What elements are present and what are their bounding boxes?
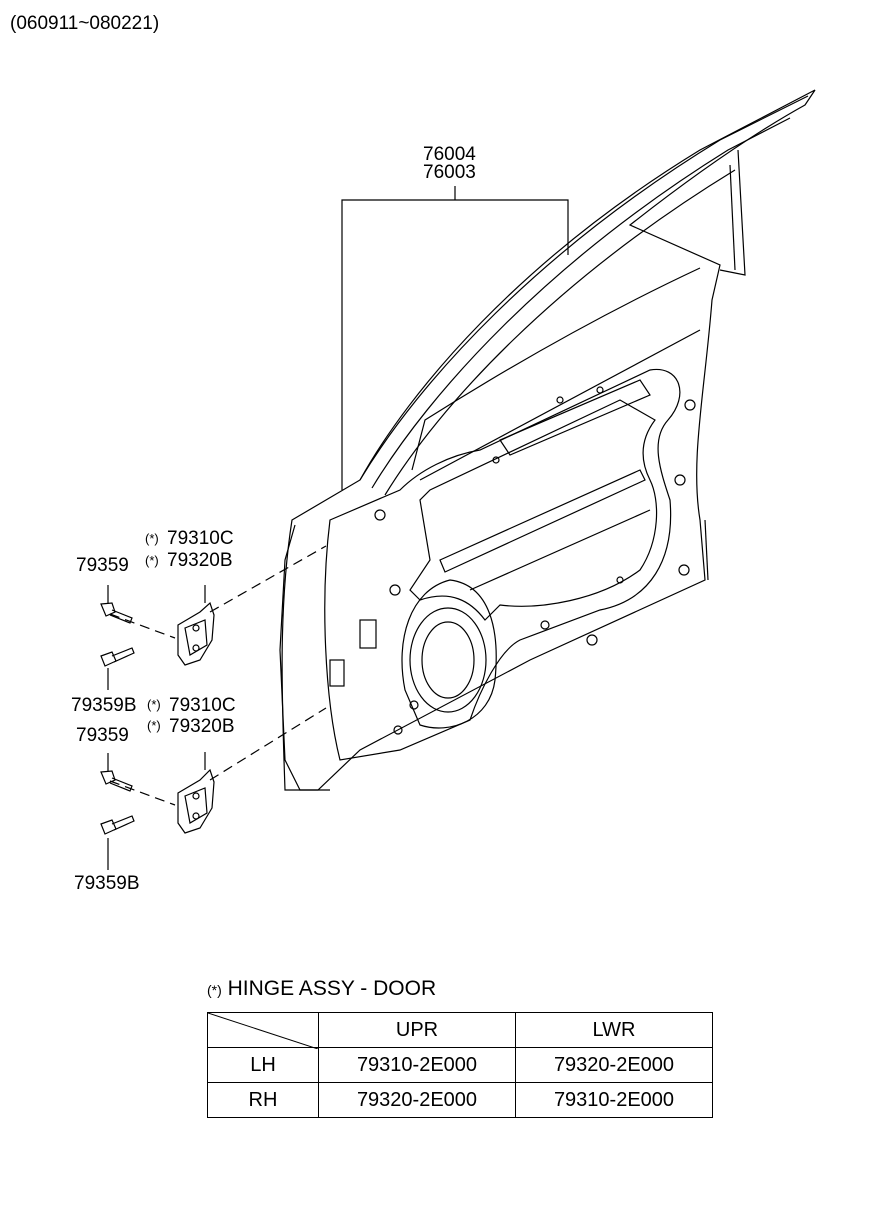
bolt-lower-1	[100, 753, 133, 792]
callout-79359-lower: 79359	[76, 725, 129, 746]
star-mark: (*)	[145, 553, 159, 568]
star-mark: (*)	[207, 982, 222, 998]
table-header-row: UPR LWR	[207, 1012, 713, 1049]
table-cell-upr: 79320-2E000	[318, 1082, 516, 1118]
callout-79310C-lower: 79310C	[169, 695, 236, 716]
table-row: LH 79310-2E000 79320-2E000	[207, 1047, 713, 1083]
callout-79359-upper: 79359	[76, 555, 129, 576]
table-cell-lwr: 79320-2E000	[515, 1047, 713, 1083]
callout-79320B-lower: 79320B	[169, 716, 235, 737]
upper-hinge	[177, 585, 215, 666]
legend-title: HINGE ASSY - DOOR	[227, 977, 437, 1000]
date-range: (060911~080221)	[10, 13, 160, 34]
door-leader-bracket	[341, 186, 569, 490]
legend-title-row: (*) HINGE ASSY - DOOR	[207, 977, 436, 1002]
hinge-dashed-lines	[109, 545, 327, 806]
callout-76004: 76004	[423, 144, 476, 165]
diagonal-line	[208, 1013, 318, 1049]
door-panel	[279, 89, 816, 791]
star-mark: (*)	[147, 697, 161, 712]
bolt-lower-2	[100, 815, 135, 870]
callout-79359B-upper: 79359B	[71, 695, 137, 716]
star-mark: (*)	[147, 718, 161, 733]
table-header-lwr: LWR	[515, 1012, 713, 1048]
callout-79310C-upper: 79310C	[167, 528, 234, 549]
callout-79320B-upper: 79320B	[167, 550, 233, 571]
hinge-part-table: UPR LWR LH 79310-2E000 79320-2E000 RH 79…	[207, 1012, 713, 1118]
bolt-upper-1	[100, 585, 133, 624]
callout-79359B-lower: 79359B	[74, 873, 140, 894]
table-header-upr: UPR	[318, 1012, 516, 1048]
table-cell-upr: 79310-2E000	[318, 1047, 516, 1083]
table-side-cell: LH	[207, 1047, 319, 1083]
table-side-cell: RH	[207, 1082, 319, 1118]
lower-hinge	[177, 752, 215, 834]
callout-76003: 76003	[423, 162, 476, 183]
bolt-upper-2	[100, 647, 135, 690]
table-row: RH 79320-2E000 79310-2E000	[207, 1082, 713, 1118]
table-corner-cell	[207, 1012, 319, 1049]
star-mark: (*)	[145, 531, 159, 546]
table-cell-lwr: 79310-2E000	[515, 1082, 713, 1118]
